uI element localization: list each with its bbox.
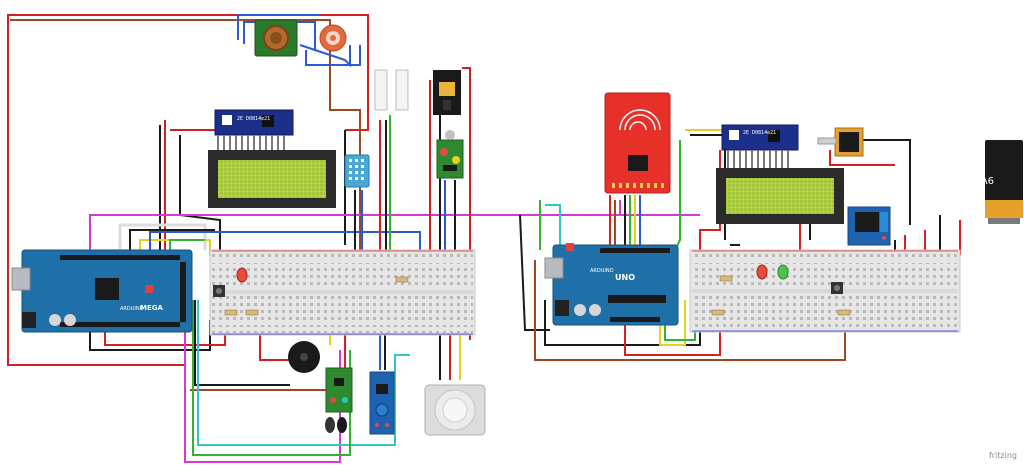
rfid-reader-module bbox=[604, 92, 671, 194]
arduino-uno-board: UNO ARDUINO bbox=[544, 243, 679, 326]
solenoid-lock bbox=[817, 127, 864, 157]
led-red-right bbox=[756, 264, 768, 280]
mega-sub-label: ARDUINO bbox=[120, 306, 144, 312]
pir-motion-sensor bbox=[424, 384, 486, 436]
resistors-right bbox=[711, 275, 851, 316]
reed-switch bbox=[374, 69, 409, 111]
battery-label: 9V bbox=[981, 174, 994, 185]
push-button-right bbox=[831, 282, 843, 294]
flame-sensor-module bbox=[433, 70, 461, 115]
battery-9v: 9V bbox=[981, 140, 1023, 224]
arduino-mega-board: MEGA ARDUINO bbox=[11, 249, 193, 333]
potentiometer-icon bbox=[729, 130, 739, 140]
buzzer bbox=[288, 341, 320, 373]
uno-sub-label: ARDUINO bbox=[590, 268, 614, 274]
potentiometer-icon bbox=[222, 115, 232, 125]
relay-module bbox=[847, 206, 891, 246]
wires-left bbox=[7, 14, 700, 463]
resistors-left bbox=[224, 276, 409, 316]
ldr-sensor-module bbox=[369, 371, 395, 435]
mega-brand-label: MEGA bbox=[140, 304, 163, 312]
dht-sensor bbox=[344, 154, 370, 188]
i2c-module-label-right: 2E D0814e21 bbox=[743, 130, 776, 136]
i2c-module-label-left: 2E D0814e21 bbox=[237, 116, 270, 122]
ir-sensor-module bbox=[325, 367, 353, 433]
gas-sensor-module bbox=[254, 19, 298, 57]
push-button-left bbox=[213, 285, 225, 297]
gas-sensor-probe bbox=[319, 24, 347, 52]
uno-brand-label: UNO bbox=[615, 273, 635, 282]
lcd-display-right: 2E D0814e21 bbox=[716, 124, 844, 224]
led-red-left bbox=[236, 267, 248, 283]
breadboard-right bbox=[689, 249, 961, 333]
lcd-display-left: 2E D0814e21 bbox=[208, 109, 336, 208]
breadboard-left bbox=[209, 249, 476, 336]
sound-sensor-module bbox=[436, 130, 464, 179]
fritzing-watermark: fritzing bbox=[989, 451, 1017, 460]
led-green-right bbox=[777, 264, 789, 280]
